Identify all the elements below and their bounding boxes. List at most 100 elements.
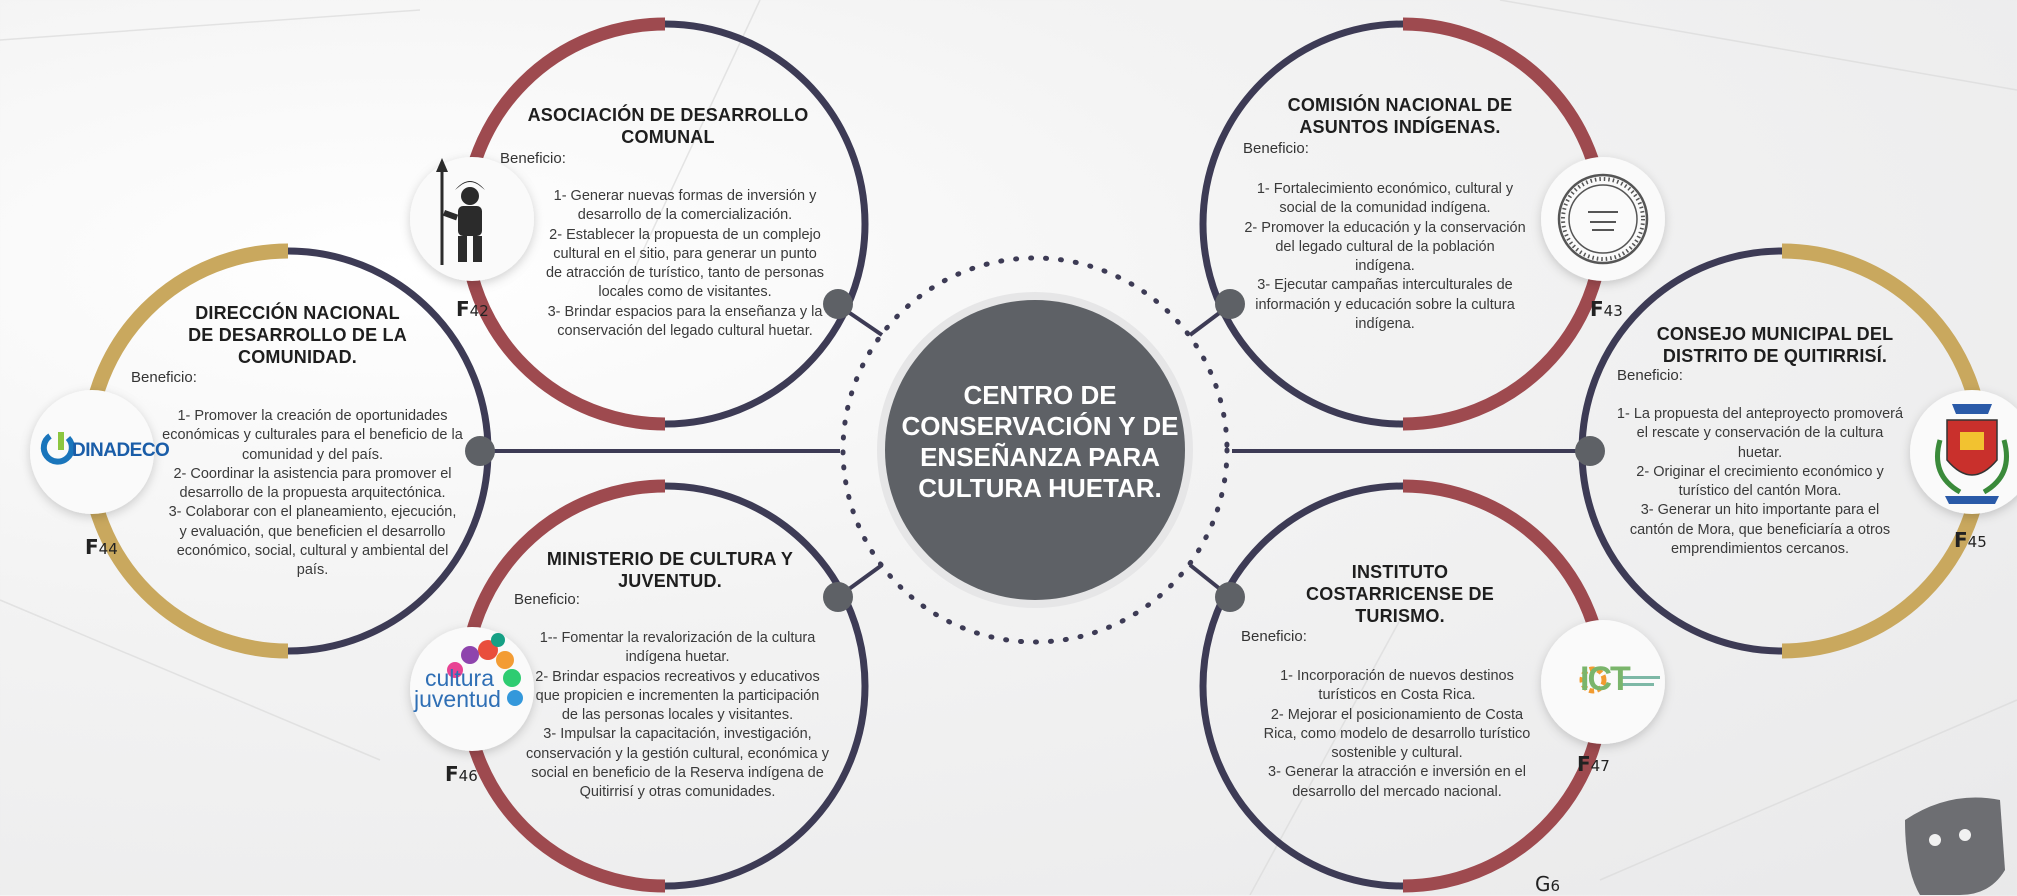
benefit-line: huetar. xyxy=(1737,444,1783,461)
benefit-line: 3- Ejecutar campañas interculturales de xyxy=(1257,277,1513,294)
logo-text-line: cultura xyxy=(424,665,494,691)
benefit-line: conservación del legado cultural huetar. xyxy=(557,323,813,340)
figure-number: F42 xyxy=(456,297,489,321)
benefit-line: 1- Promover la creación de oportunidades xyxy=(177,408,448,424)
benefit-line: 3- Generar un hito importante para el xyxy=(1640,502,1880,519)
benefit-line: indígena. xyxy=(1355,316,1415,333)
node-title-line: JUVENTUD. xyxy=(618,571,722,591)
benefit-line: Rica, como modelo de desarrollo turístic… xyxy=(1263,725,1531,742)
central-hub xyxy=(840,255,1230,645)
benefit-line: cantón de Mora, que beneficiaría a otros xyxy=(1629,521,1891,538)
node-title-line: DE DESARROLLO DE LA xyxy=(188,325,407,345)
coat-of-arms-icon xyxy=(1935,404,2009,504)
benefit-label: Beneficio: xyxy=(131,369,197,386)
logo-text-line: juventud xyxy=(414,686,501,712)
benefit-line: 2- Mejorar el posicionamiento de Costa xyxy=(1270,706,1524,723)
benefit-line: indígena huetar. xyxy=(625,649,730,666)
node-title: MINISTERIO DE CULTURA Y JUVENTUD. xyxy=(520,548,820,592)
benefit-line: de las personas locales y visitantes. xyxy=(561,707,794,724)
figure-number: F46 xyxy=(445,762,478,786)
benefit-list: 1- Incorporación de nuevos destinos turí… xyxy=(1232,667,1562,802)
figure-number: F44 xyxy=(85,535,118,559)
benefit-line: 1- La propuesta del anteproyecto promove… xyxy=(1616,406,1904,422)
benefit-line: 2- Establecer la propuesta de un complej… xyxy=(549,226,821,243)
connector-dots xyxy=(465,289,1605,612)
node-title-line: MINISTERIO DE CULTURA Y xyxy=(546,549,794,569)
node-title: ASOCIACIÓN DE DESARROLLO COMUNAL xyxy=(508,104,828,148)
benefit-line: y evaluación, que beneficien el desarrol… xyxy=(179,523,446,540)
benefit-line: 2- Coordinar la asistencia para promover… xyxy=(173,465,452,482)
benefit-list: 1- La propuesta del anteproyecto promove… xyxy=(1595,405,1925,559)
figure-number: F47 xyxy=(1577,752,1610,776)
benefit-line: desarrollo de la comercialización. xyxy=(577,207,793,224)
benefit-line: de atracción de turístico, tanto de pers… xyxy=(545,265,825,282)
benefit-line: conservación y la gestión cultural, econ… xyxy=(525,745,830,762)
node-title-line: ASUNTOS INDÍGENAS. xyxy=(1299,117,1501,137)
ict-logo-text: ICT xyxy=(1580,660,1631,698)
figure-number: F45 xyxy=(1954,528,1987,552)
center-title-line: CULTURA HUETAR. xyxy=(918,473,1162,503)
benefit-line: 3- Brindar espacios para la enseñanza y … xyxy=(547,303,823,320)
page-marker: G6 xyxy=(1535,872,1561,896)
benefit-line: 2- Brindar espacios recreativos y educat… xyxy=(535,668,820,685)
benefit-line: información y educación sobre la cultura xyxy=(1255,296,1515,313)
benefit-line: económico, social, cultural y ambiental … xyxy=(176,543,449,560)
benefit-line: Quitirrisí y otras comunidades. xyxy=(579,784,776,801)
benefit-line: turístico del cantón Mora. xyxy=(1678,483,1842,500)
benefit-line: 1-- Fomentar la revalorización de la cul… xyxy=(539,630,816,646)
center-title-line: ENSEÑANZA PARA xyxy=(920,442,1160,472)
node-title: DIRECCIÓN NACIONAL DE DESARROLLO DE LA C… xyxy=(150,302,445,368)
node-title-line: INSTITUTO xyxy=(1351,562,1449,582)
benefit-list: 1- Fortalecimiento económico, cultural y… xyxy=(1210,180,1560,334)
benefit-line: social de la comunidad indígena. xyxy=(1279,200,1491,217)
benefit-label: Beneficio: xyxy=(1243,140,1309,157)
benefit-line: el rescate y conservación de la cultura xyxy=(1636,425,1884,442)
benefit-line: 2- Promover la educación y la conservaci… xyxy=(1244,219,1526,236)
node-title-line: COMISIÓN NACIONAL DE xyxy=(1287,95,1513,115)
benefit-label: Beneficio: xyxy=(1617,367,1683,384)
dinadeco-logo-mark xyxy=(40,432,75,465)
node-title-line: COMUNAL xyxy=(621,127,715,147)
benefit-line: desarrollo de la propuesta arquitectónic… xyxy=(179,485,446,502)
node-title-line: CONSEJO MUNICIPAL DEL xyxy=(1656,324,1894,344)
benefit-line: 1- Generar nuevas formas de inversión y xyxy=(553,188,817,204)
benefit-line: económicas y culturales para el benefici… xyxy=(162,427,463,444)
node-title: COMISIÓN NACIONAL DE ASUNTOS INDÍGENAS. xyxy=(1240,94,1560,138)
benefit-list: 1- Generar nuevas formas de inversión y … xyxy=(520,187,850,341)
benefit-line: social en beneficio de la Reserva indíge… xyxy=(531,765,824,782)
cultura-juventud-logo-mark xyxy=(447,633,523,706)
benefit-list: 1- Promover la creación de oportunidades… xyxy=(140,407,485,581)
benefit-line: cultural en el sitio, para generar un pu… xyxy=(553,245,817,262)
benefit-line: que propicien e incrementen la participa… xyxy=(535,687,820,704)
benefit-line: locales como de visitantes. xyxy=(598,284,772,301)
cultura-juventud-logo-text: cultura juventud xyxy=(414,665,501,712)
node-title-line: ASOCIACIÓN DE DESARROLLO xyxy=(527,105,809,125)
ict-logo-mark xyxy=(1579,666,1660,694)
theater-masks-icon xyxy=(1905,797,2005,895)
benefit-line: sostenible y cultural. xyxy=(1331,745,1463,762)
benefit-line: 1- Incorporación de nuevos destinos xyxy=(1280,668,1514,684)
node-title-line: COSTARRICENSE DE xyxy=(1306,584,1494,604)
benefit-line: 1- Fortalecimiento económico, cultural y xyxy=(1256,181,1514,197)
benefit-line: turísticos en Costa Rica. xyxy=(1318,687,1476,704)
benefit-line: 3- Impulsar la capacitación, investigaci… xyxy=(543,726,812,743)
dinadeco-logo-text: DINADECO xyxy=(72,440,170,461)
benefit-line: comunidad y del país. xyxy=(241,446,384,463)
benefit-line: indígena. xyxy=(1355,258,1415,275)
benefit-line: 3- Generar la atracción e inversión en e… xyxy=(1268,764,1526,781)
benefit-label: Beneficio: xyxy=(500,150,566,167)
node-title-line: COMUNIDAD. xyxy=(238,347,357,367)
center-title: CENTRO DE CONSERVACIÓN Y DE ENSEÑANZA PA… xyxy=(890,380,1190,504)
figure-number: F43 xyxy=(1590,297,1623,321)
center-title-line: CENTRO DE xyxy=(963,380,1117,410)
node-title-line: DISTRITO DE QUITIRRISÍ. xyxy=(1662,346,1888,366)
benefit-label: Beneficio: xyxy=(1241,628,1307,645)
indigenous-figure-icon xyxy=(436,158,485,265)
center-title-line: CONSERVACIÓN Y DE xyxy=(901,411,1179,441)
node-title-line: TURISMO. xyxy=(1355,606,1445,626)
benefit-line: emprendimientos cercanos. xyxy=(1670,541,1850,558)
benefit-line: desarrollo del mercado nacional. xyxy=(1292,783,1502,800)
benefit-label: Beneficio: xyxy=(514,591,580,608)
node-title-line: DIRECCIÓN NACIONAL xyxy=(195,303,400,323)
